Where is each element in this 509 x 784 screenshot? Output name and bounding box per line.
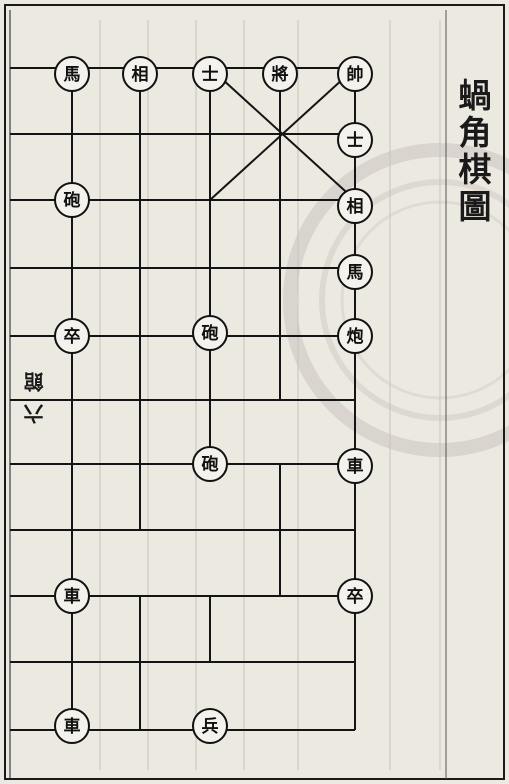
svg-text:帥: 帥 — [347, 64, 364, 85]
svg-text:將: 將 — [272, 64, 289, 85]
svg-text:車: 車 — [64, 586, 81, 607]
piece-9[interactable]: 士 — [192, 56, 228, 92]
piece-8[interactable]: 將 — [262, 56, 298, 92]
background-text-columns — [99, 20, 441, 770]
piece-18[interactable]: 兵 — [192, 708, 228, 744]
svg-text:馬: 馬 — [64, 65, 81, 85]
svg-text:馬: 馬 — [347, 263, 364, 283]
svg-text:炮: 炮 — [347, 326, 364, 347]
piece-11[interactable]: 馬 — [54, 56, 90, 92]
svg-text:士: 士 — [202, 64, 219, 85]
piece-3[interactable]: 相 — [337, 188, 373, 224]
page-frame — [4, 4, 505, 780]
svg-text:車: 車 — [347, 456, 364, 477]
piece-2[interactable]: 士 — [337, 122, 373, 158]
piece-16[interactable]: 車 — [54, 578, 90, 614]
svg-text:砲: 砲 — [202, 454, 219, 475]
pieces: 帥 士 相 馬 炮 車 卒 — [54, 56, 373, 744]
piece-7[interactable]: 卒 — [337, 578, 373, 614]
svg-text:車: 車 — [64, 716, 81, 737]
board-grid — [10, 67, 356, 731]
piece-17[interactable]: 車 — [54, 708, 90, 744]
page-title: 蝸角棋圖 — [453, 78, 492, 226]
svg-text:砲: 砲 — [64, 190, 81, 211]
svg-text:相: 相 — [132, 64, 149, 85]
board-region-label: 六館 — [23, 360, 47, 424]
piece-15[interactable]: 砲 — [192, 446, 228, 482]
piece-1[interactable]: 帥 — [337, 56, 373, 92]
svg-text:士: 士 — [347, 130, 364, 151]
svg-text:相: 相 — [347, 196, 364, 217]
piece-5[interactable]: 炮 — [337, 318, 373, 354]
piece-6[interactable]: 車 — [337, 448, 373, 484]
piece-14[interactable]: 卒 — [54, 318, 90, 354]
svg-text:卒: 卒 — [64, 326, 81, 347]
piece-12[interactable]: 砲 — [54, 182, 90, 218]
svg-text:砲: 砲 — [202, 323, 219, 344]
piece-13[interactable]: 砲 — [192, 315, 228, 351]
svg-text:兵: 兵 — [202, 716, 219, 737]
svg-text:卒: 卒 — [347, 586, 364, 607]
piece-4[interactable]: 馬 — [337, 254, 373, 290]
piece-10[interactable]: 相 — [122, 56, 158, 92]
